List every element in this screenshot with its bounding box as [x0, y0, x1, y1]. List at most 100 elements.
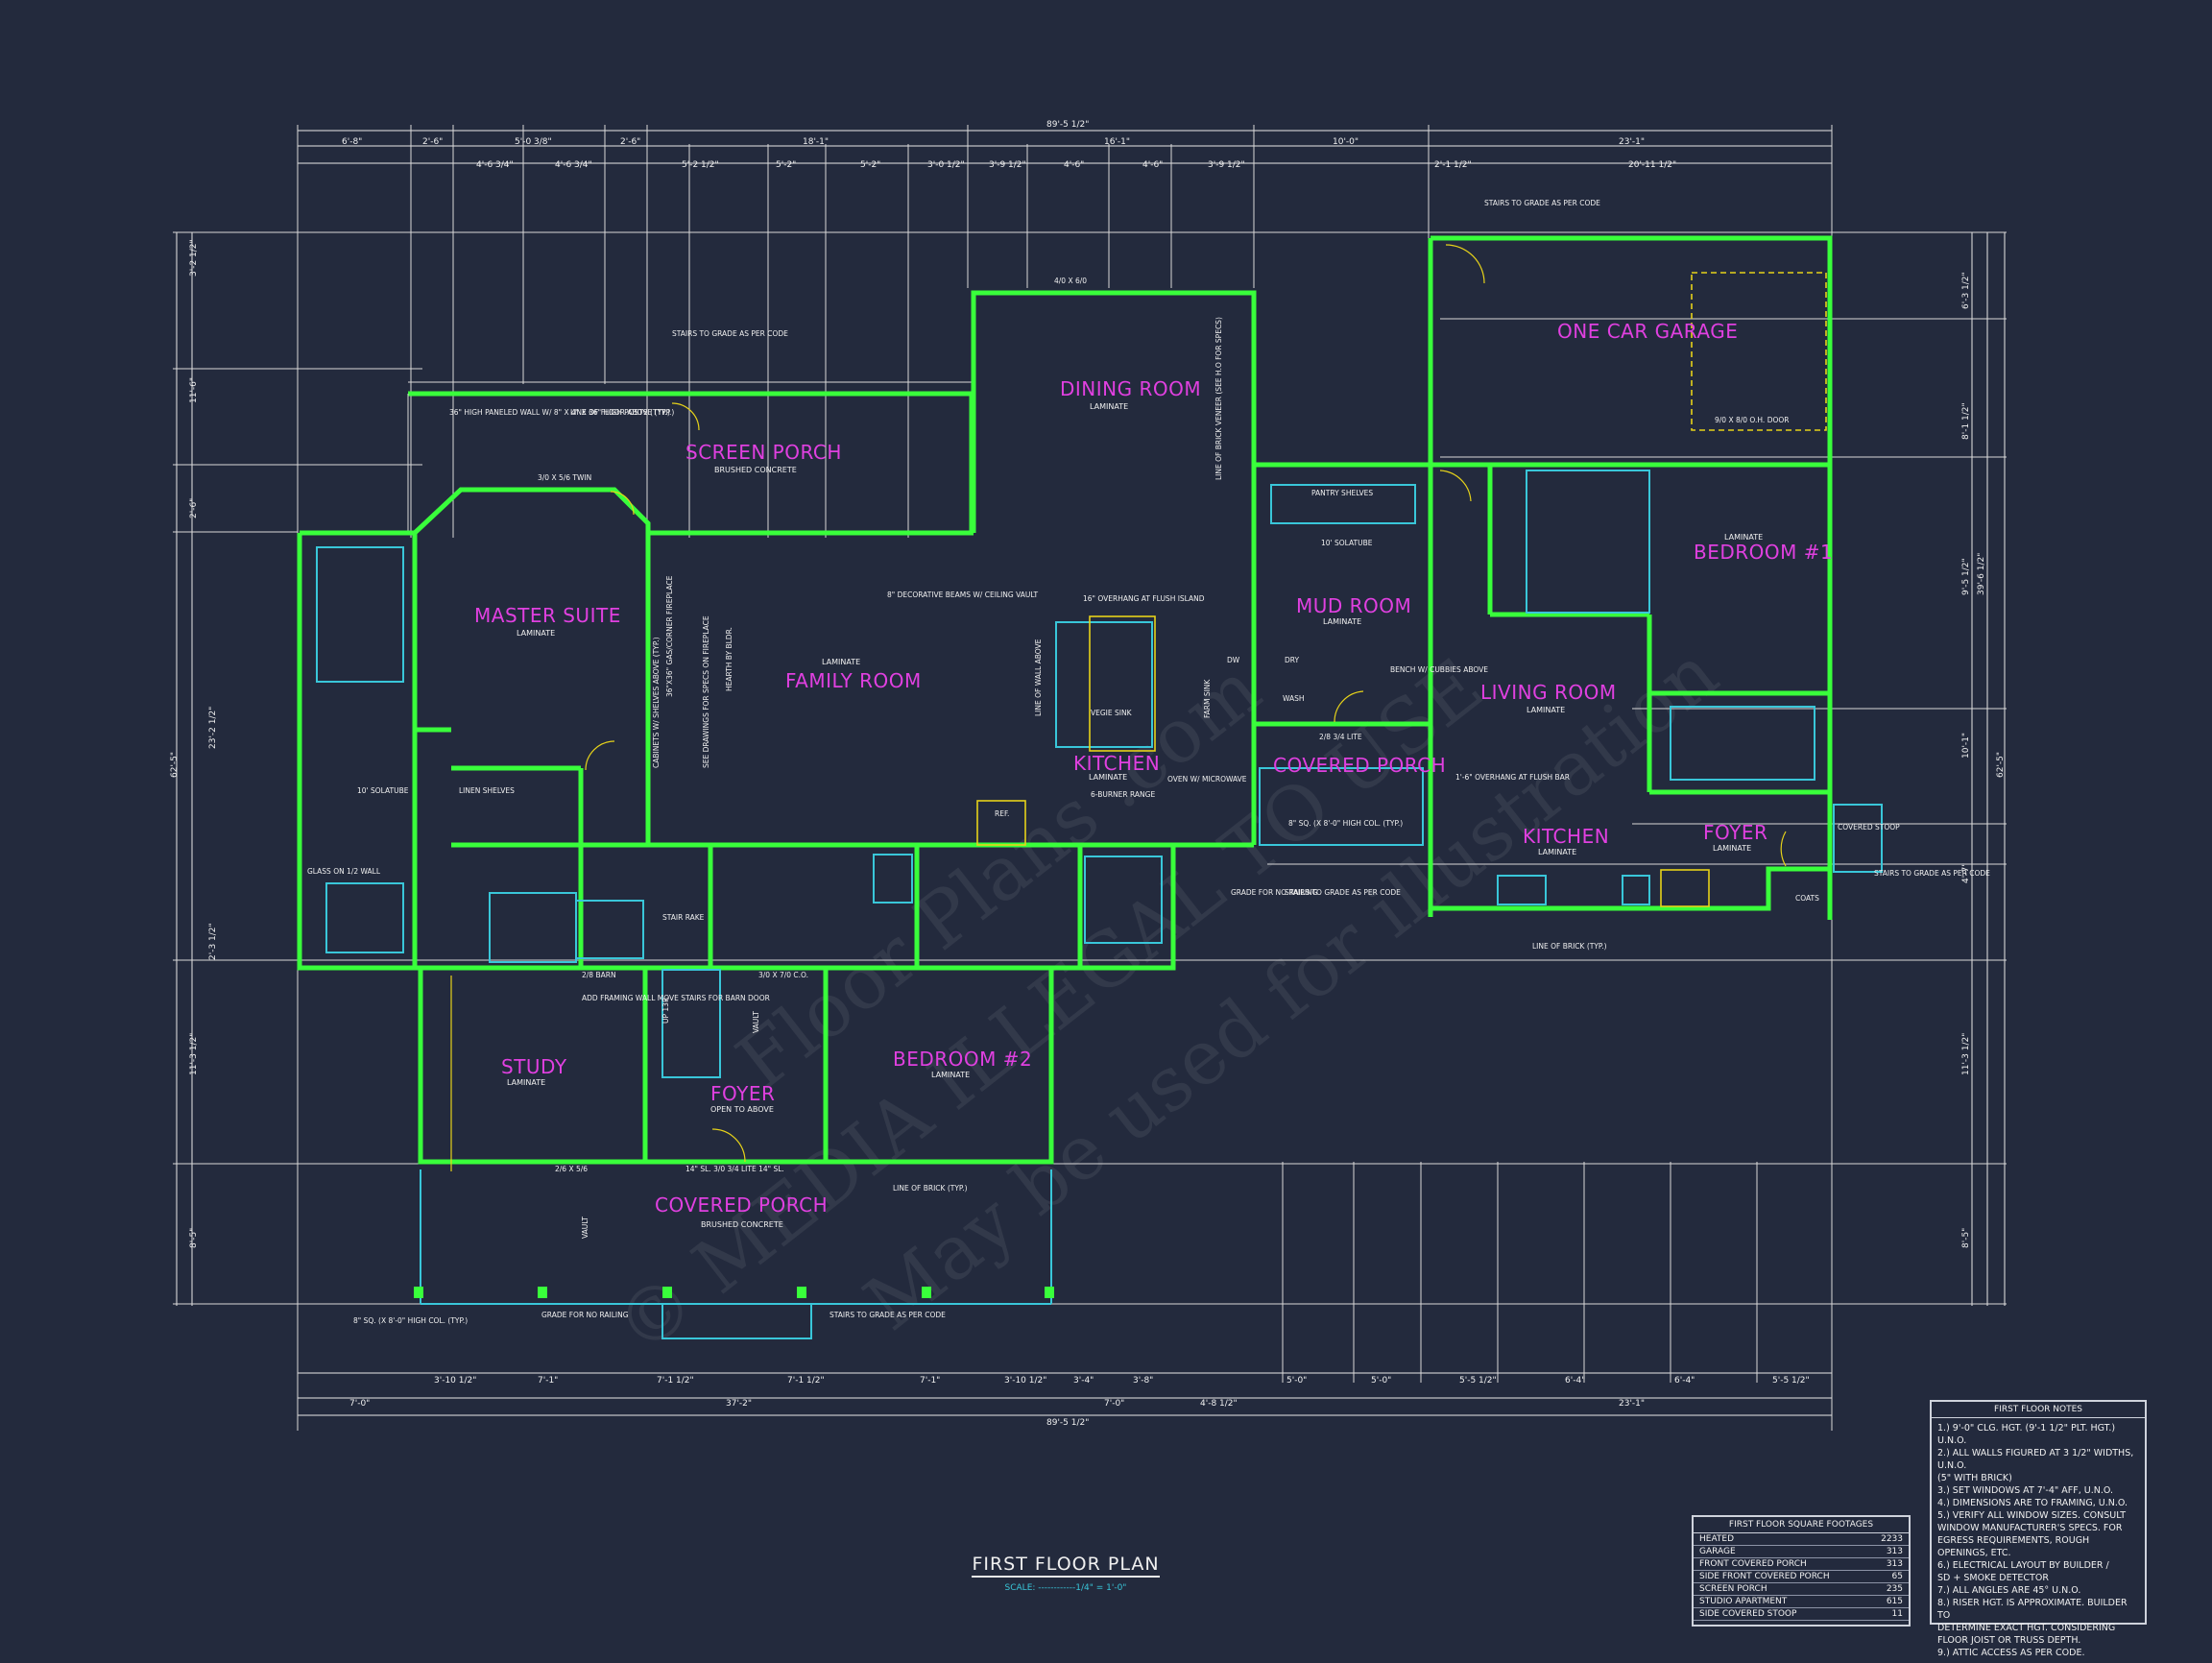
room-floor: LAMINATE — [1323, 617, 1361, 626]
dim-top: 18'-1" — [803, 137, 829, 147]
annotation: GRADE FOR NO RAILING — [1231, 888, 1318, 897]
floor-note: 1.) 9'-0" CLG. HGT. (9'-1 1/2" PLT. HGT.… — [1937, 1423, 2116, 1446]
annotation: 1'-6" OVERHANG AT FLUSH BAR — [1455, 773, 1570, 782]
room-name: FOYER — [1703, 821, 1767, 844]
annotation: HEARTH BY BLDR. — [725, 627, 733, 691]
drawing-title-block: FIRST FLOOR PLAN SCALE: ------------1/4"… — [941, 1554, 1190, 1593]
dim-top: 16'-1" — [1104, 137, 1130, 147]
dim-top: 5'-2 1/2" — [682, 160, 719, 170]
floor-note: OPENINGS, ETC. — [1937, 1548, 2011, 1558]
annotation: VEGIE SINK — [1091, 709, 1133, 717]
dim-top: 4'-6" — [1142, 160, 1163, 170]
annotation: 8" SQ. (X 8'-0" HIGH COL. (TYP.) — [1288, 819, 1403, 828]
room-name: COVERED PORCH — [655, 1193, 828, 1217]
dim-top: 5'-2" — [860, 160, 880, 170]
drawing-scale: SCALE: ------------1/4" = 1'-0" — [1004, 1583, 1127, 1593]
annotation: 8" SQ. (X 8'-0" HIGH COL. (TYP.) — [353, 1316, 468, 1325]
floor-notes-list: 1.) 9'-0" CLG. HGT. (9'-1 1/2" PLT. HGT.… — [1932, 1418, 2145, 1663]
annotation: LINE OF BRICK (TYP.) — [1532, 942, 1607, 951]
sqft-value: 313 — [1886, 1559, 1903, 1569]
annotation: 9/0 X 8/0 O.H. DOOR — [1715, 416, 1789, 424]
sqft-value: 65 — [1891, 1572, 1903, 1581]
dim-top: 4'-6 3/4" — [476, 160, 514, 170]
annotation: REF. — [995, 809, 1009, 818]
room-floor: LAMINATE — [931, 1071, 970, 1079]
room-floor: LAMINATE — [507, 1078, 545, 1087]
annotation: DW — [1227, 656, 1240, 664]
room-floor: LAMINATE — [1713, 844, 1751, 853]
dim-overall-top: 89'-5 1/2" — [1046, 120, 1089, 130]
room-floor: LAMINATE — [822, 658, 860, 666]
dim-right: 8'-5" — [1961, 1228, 1971, 1248]
sqft-value: 11 — [1891, 1609, 1903, 1619]
dim-bottom: 7'-1 1/2" — [657, 1376, 694, 1386]
dim-left: 11'-3 1/2" — [189, 1033, 199, 1075]
annotation: STAIRS TO GRADE AS PER CODE — [1484, 199, 1600, 207]
annotation: COVERED STOOP — [1838, 823, 1900, 832]
floor-note: EGRESS REQUIREMENTS, ROUGH — [1937, 1535, 2090, 1546]
annotation: BENCH W/ CUBBIES ABOVE — [1390, 665, 1488, 674]
floor-note: 7.) ALL ANGLES ARE 45° U.N.O. — [1937, 1585, 2081, 1596]
annotation: STAIRS TO GRADE AS PER CODE — [1874, 869, 1990, 878]
annotation: COATS — [1795, 894, 1819, 903]
annotation: 14" SL. 3/0 3/4 LITE 14" SL. — [685, 1165, 784, 1173]
dim-top: 3'-9 1/2" — [989, 160, 1026, 170]
dim-overall-bottom: 89'-5 1/2" — [1046, 1418, 1089, 1428]
dim-right: 4'-7" — [1961, 863, 1971, 883]
room-name: ONE CAR GARAGE — [1557, 320, 1738, 343]
annotation: ADD FRAMING WALL MOVE STAIRS FOR BARN DO… — [582, 994, 770, 1002]
sqft-label: SIDE FRONT COVERED PORCH — [1699, 1572, 1830, 1581]
annotation: CABINETS W/ SHELVES ABOVE (TYP.) — [652, 637, 661, 768]
dim-bottom: 7'-1" — [920, 1376, 940, 1386]
floor-note: 4.) DIMENSIONS ARE TO FRAMING, U.N.O. — [1937, 1498, 2128, 1508]
annotation: 2/8 3/4 LITE — [1319, 733, 1362, 741]
annotation: 4/0 X 6/0 — [1054, 277, 1087, 285]
annotation: STAIRS TO GRADE AS PER CODE — [830, 1311, 946, 1319]
floor-note: 6.) ELECTRICAL LAYOUT BY BUILDER / — [1937, 1560, 2109, 1571]
dim-right-stack: 6'-3 1/2" 8'-1 1/2" 9'-5 1/2" 10'-1" 4'-… — [1961, 272, 2006, 1248]
room-covered-porch-front: COVERED PORCH BRUSHED CONCRETE — [655, 1193, 828, 1229]
annotation: 36" HIGH PANELED WALL W/ 8" X 4" X 36" H… — [449, 408, 670, 417]
dim-top: 2'-6" — [620, 137, 640, 147]
dim-top: 3'-0 1/2" — [927, 160, 965, 170]
dim-bottom: 3'-10 1/2" — [1004, 1376, 1046, 1386]
sqft-label: SCREEN PORCH — [1699, 1584, 1767, 1594]
annotation: OVEN W/ MICROWAVE — [1167, 775, 1247, 783]
dimension-labels: 89'-5 1/2" 6'-8" 2'-6" 5'-0 3/8" 2'-6" 1… — [170, 120, 2006, 1428]
dim-bottom: 5'-5 1/2" — [1772, 1376, 1810, 1386]
dim-bottom: 3'-10 1/2" — [434, 1376, 476, 1386]
dim-right: 11'-3 1/2" — [1961, 1033, 1971, 1075]
annotation: STAIRS TO GRADE AS PER CODE — [1285, 888, 1401, 897]
floor-notes-panel: FIRST FLOOR NOTES 1.) 9'-0" CLG. HGT. (9… — [1930, 1400, 2147, 1658]
dim-left-overall: 62'-5" — [170, 752, 180, 778]
annotation: LINE OF BRICK (TYP.) — [893, 1184, 968, 1193]
room-floor: BRUSHED CONCRETE — [701, 1220, 783, 1229]
room-floor: BRUSHED CONCRETE — [714, 466, 797, 474]
room-name: BEDROOM #2 — [893, 1048, 1032, 1071]
annotation: 2/8 BARN — [582, 971, 616, 979]
sqft-row: SIDE FRONT COVERED PORCH 65 — [1694, 1571, 1909, 1583]
sqft-value: 615 — [1886, 1597, 1903, 1606]
room-name: MUD ROOM — [1296, 594, 1411, 617]
dim-top: 6'-8" — [342, 137, 362, 147]
room-name: COVERED PORCH — [1273, 754, 1446, 777]
room-floor: LAMINATE — [1090, 402, 1128, 411]
dim-bottom: 7'-0" — [1104, 1399, 1124, 1409]
dim-top: 4'-6 3/4" — [555, 160, 592, 170]
dim-bottom: 5'-0" — [1371, 1376, 1391, 1386]
dim-top: 20'-11 1/2" — [1628, 160, 1676, 170]
annotations: STAIRS TO GRADE AS PER CODE 36" HIGH PAN… — [307, 199, 1990, 1325]
dim-bottom: 6'-4" — [1565, 1376, 1585, 1386]
floor-note: SD + SMOKE DETECTOR — [1937, 1573, 2049, 1583]
